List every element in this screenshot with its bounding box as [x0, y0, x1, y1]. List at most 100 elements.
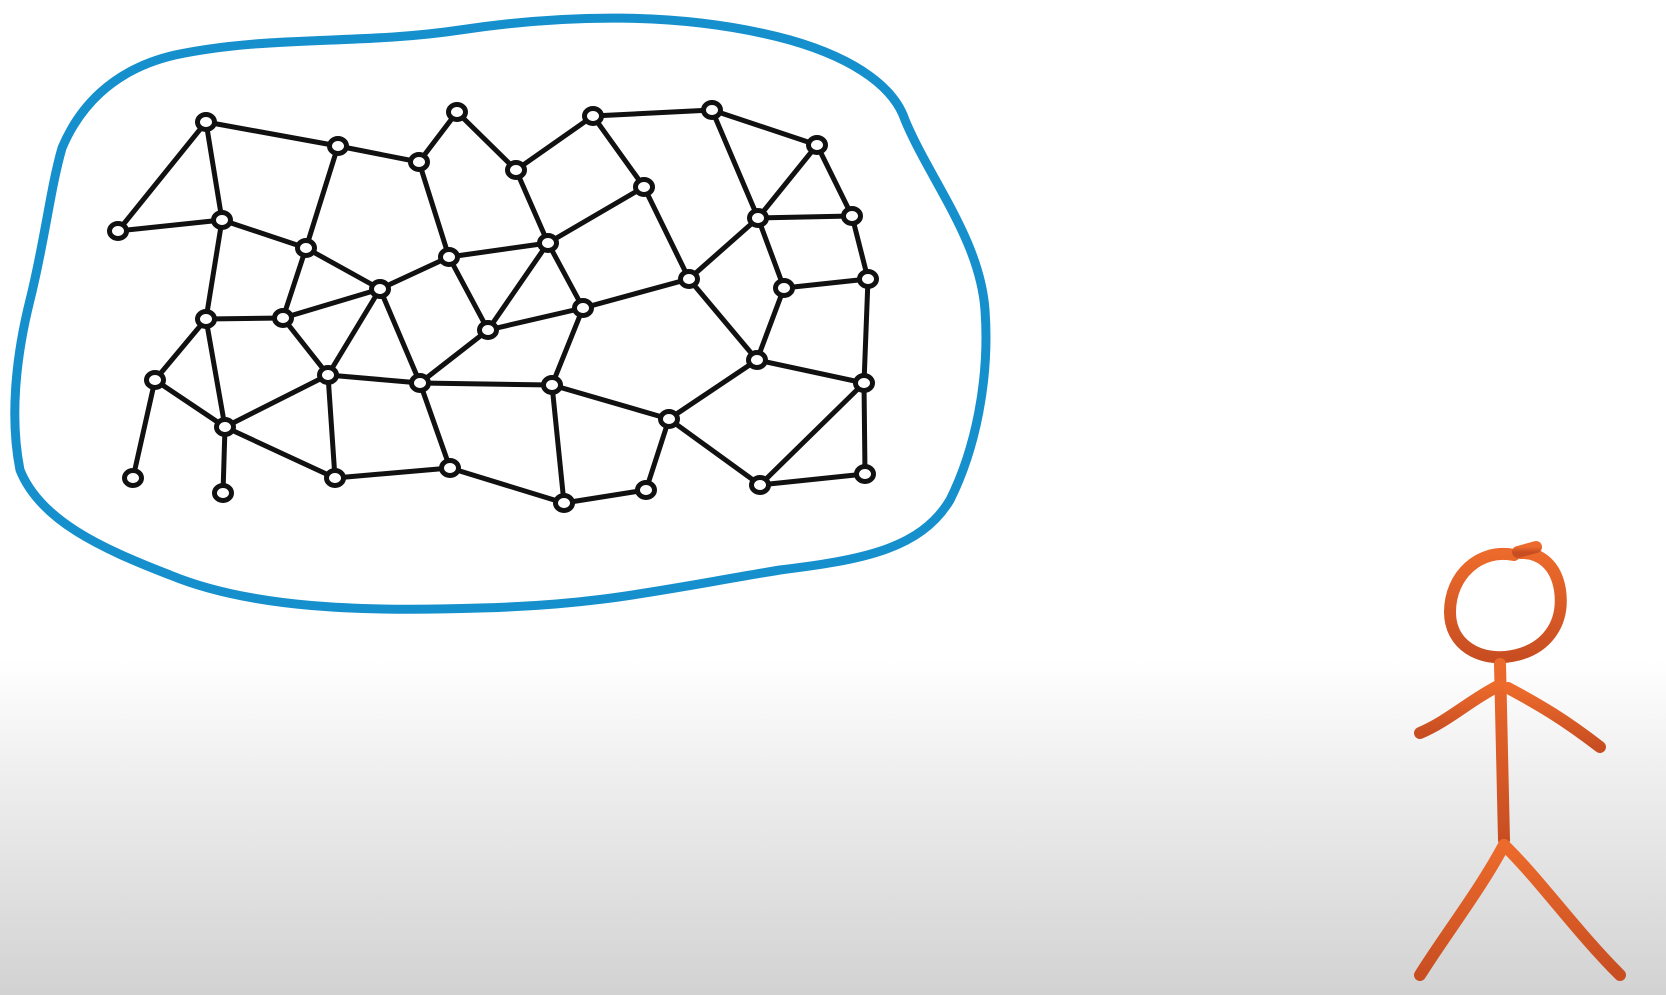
network-edge: [755, 215, 787, 291]
network-edge: [377, 286, 423, 386]
network-edge: [666, 416, 763, 488]
network-edge: [280, 286, 383, 321]
network-edge: [485, 240, 551, 333]
network-edge: [335, 143, 422, 165]
network-edge: [203, 217, 225, 322]
thought-bubble-icon: [10, 13, 991, 614]
network-edge: [545, 240, 586, 311]
network-edge: [513, 167, 551, 246]
network-node: [295, 238, 317, 258]
network-node: [438, 247, 460, 267]
stick-figure-right-leg: [1498, 839, 1626, 981]
network-edge: [115, 217, 225, 234]
network-node: [747, 208, 769, 228]
network-edge: [709, 107, 820, 148]
network-edge: [222, 372, 331, 430]
network-edge: [454, 109, 519, 173]
network-edge: [203, 119, 225, 223]
network-node: [144, 370, 166, 390]
network-edge: [686, 276, 760, 363]
network-edge: [549, 305, 586, 388]
network-edge: [781, 276, 871, 291]
network-edge: [849, 213, 871, 282]
network-edge: [641, 184, 692, 282]
network-node: [541, 375, 563, 395]
network-node: [408, 152, 430, 172]
network-edge: [152, 316, 209, 383]
network-edge: [325, 286, 383, 378]
network-edge: [814, 142, 855, 219]
network-edge: [203, 315, 286, 322]
network-node: [853, 373, 875, 393]
network-node: [749, 475, 771, 495]
network-edge: [590, 113, 647, 190]
network-node: [107, 221, 129, 241]
network-edge: [325, 372, 423, 386]
network-node: [854, 464, 876, 484]
network-edge: [377, 254, 452, 292]
network-node: [317, 365, 339, 385]
network-edge: [643, 416, 672, 493]
network-node: [446, 102, 468, 122]
network-edge: [325, 372, 338, 481]
network-node: [327, 136, 349, 156]
network-node: [272, 308, 294, 328]
stick-figure-icon: [1414, 541, 1626, 981]
network-edge: [219, 217, 309, 251]
network-node: [122, 468, 144, 488]
stick-figure-hair: [1512, 541, 1542, 558]
network-edge: [152, 377, 228, 430]
network-node: [537, 233, 559, 253]
network-edge: [709, 107, 761, 221]
network-node: [505, 160, 527, 180]
network-edge: [130, 377, 158, 481]
network-edge: [549, 382, 567, 506]
network-node: [195, 309, 217, 329]
network-node: [658, 409, 680, 429]
network-edge: [280, 245, 309, 321]
network-edge: [417, 380, 555, 388]
network-node: [211, 210, 233, 230]
network-node: [409, 373, 431, 393]
network-node: [212, 483, 234, 503]
network-edge: [561, 487, 649, 506]
stick-figure-torso: [1494, 658, 1510, 846]
network-node: [841, 206, 863, 226]
network-edges: [115, 107, 871, 506]
network-node: [553, 493, 575, 513]
network-edge: [417, 327, 491, 386]
network-node: [324, 468, 346, 488]
network-edge: [757, 380, 867, 488]
network-node: [477, 320, 499, 340]
network-nodes: [107, 100, 879, 513]
network-node: [746, 350, 768, 370]
network-node: [439, 458, 461, 478]
network-node: [701, 100, 723, 120]
network-edge: [861, 380, 868, 477]
stick-figure-right-arm: [1502, 682, 1606, 753]
network-graph-icon: [107, 100, 879, 513]
network-edge: [754, 357, 867, 386]
network-node: [635, 480, 657, 500]
network-edge: [666, 357, 760, 422]
network-edge: [861, 276, 871, 386]
network-node: [773, 278, 795, 298]
network-edge: [447, 465, 567, 506]
network-node: [633, 177, 655, 197]
network-edge: [545, 184, 647, 246]
network-edge: [686, 215, 761, 282]
network-edge: [417, 380, 453, 471]
network-edge: [303, 143, 341, 251]
stick-figure-left-leg: [1414, 839, 1510, 981]
stick-figure-head: [1444, 546, 1567, 664]
network-edge: [416, 159, 452, 260]
network-edge: [203, 316, 228, 430]
network-node: [857, 269, 879, 289]
network-edge: [755, 142, 820, 221]
network-edge: [220, 424, 228, 496]
stick-figure-left-arm: [1414, 679, 1506, 739]
network-node: [806, 135, 828, 155]
network-node: [678, 269, 700, 289]
